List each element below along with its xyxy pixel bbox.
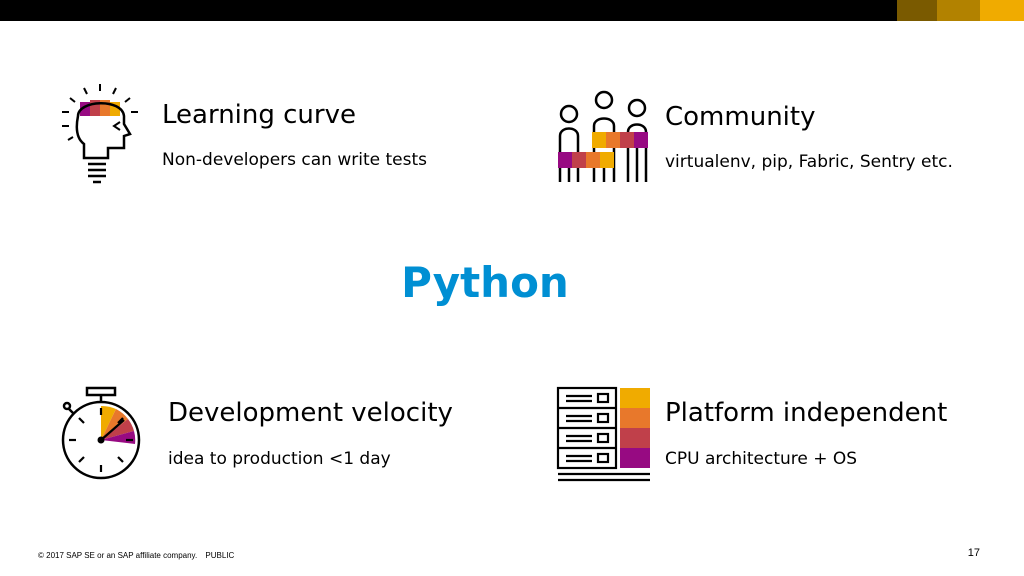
- server-rack-icon: [556, 386, 650, 482]
- copyright-text: © 2017 SAP SE or an SAP affiliate compan…: [38, 551, 198, 560]
- brand-swatch-dark: [897, 0, 937, 21]
- stopwatch-icon: [61, 386, 141, 480]
- community-subtitle: virtualenv, pip, Fabric, Sentry etc.: [665, 152, 953, 172]
- slide-title: Python: [401, 258, 569, 307]
- classification-label: PUBLIC: [205, 551, 235, 560]
- brand-swatch-light: [980, 0, 1024, 21]
- top-brand-bar: [0, 0, 1024, 21]
- brand-swatch-mid: [937, 0, 980, 21]
- community-heading: Community: [665, 102, 816, 132]
- development-velocity-subtitle: idea to production <1 day: [168, 449, 391, 469]
- learning-curve-heading: Learning curve: [162, 100, 356, 130]
- lightbulb-head-icon: [62, 84, 138, 184]
- platform-independent-heading: Platform independent: [665, 398, 948, 428]
- people-community-icon: [558, 90, 648, 182]
- platform-independent-subtitle: CPU architecture + OS: [665, 449, 858, 469]
- footer-copyright: © 2017 SAP SE or an SAP affiliate compan…: [38, 551, 234, 560]
- learning-curve-subtitle: Non-developers can write tests: [162, 150, 428, 170]
- page-number: 17: [967, 547, 980, 559]
- development-velocity-heading: Development velocity: [168, 398, 453, 428]
